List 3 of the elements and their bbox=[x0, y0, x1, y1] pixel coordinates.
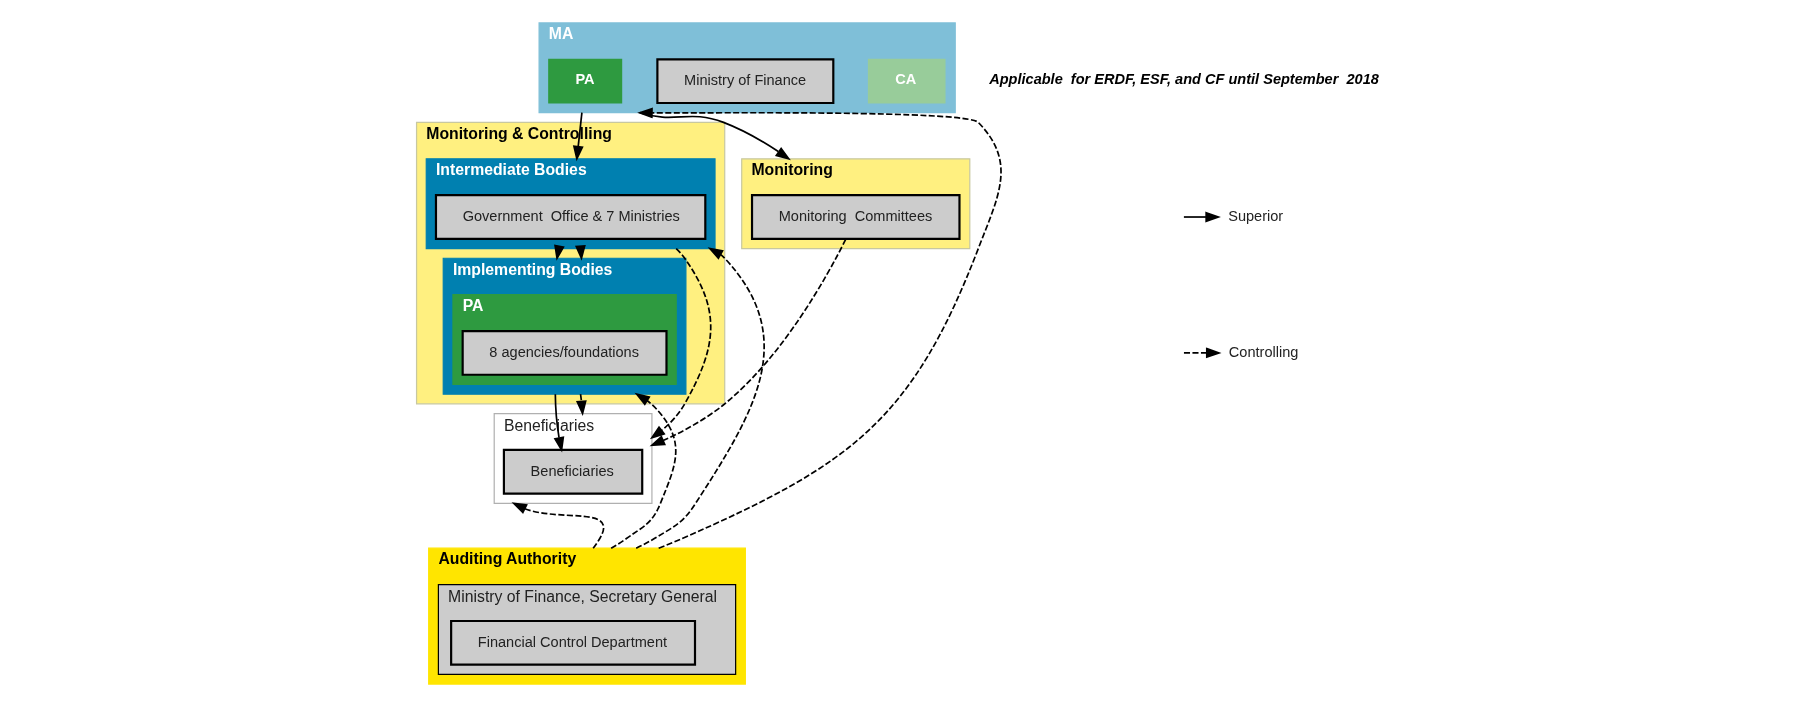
label: Applicable for ERDF, ESF, and CF until September 2018 bbox=[989, 70, 1379, 87]
legend-label: Controlling bbox=[1228, 343, 1299, 360]
legend-label: Superior bbox=[1228, 207, 1284, 224]
